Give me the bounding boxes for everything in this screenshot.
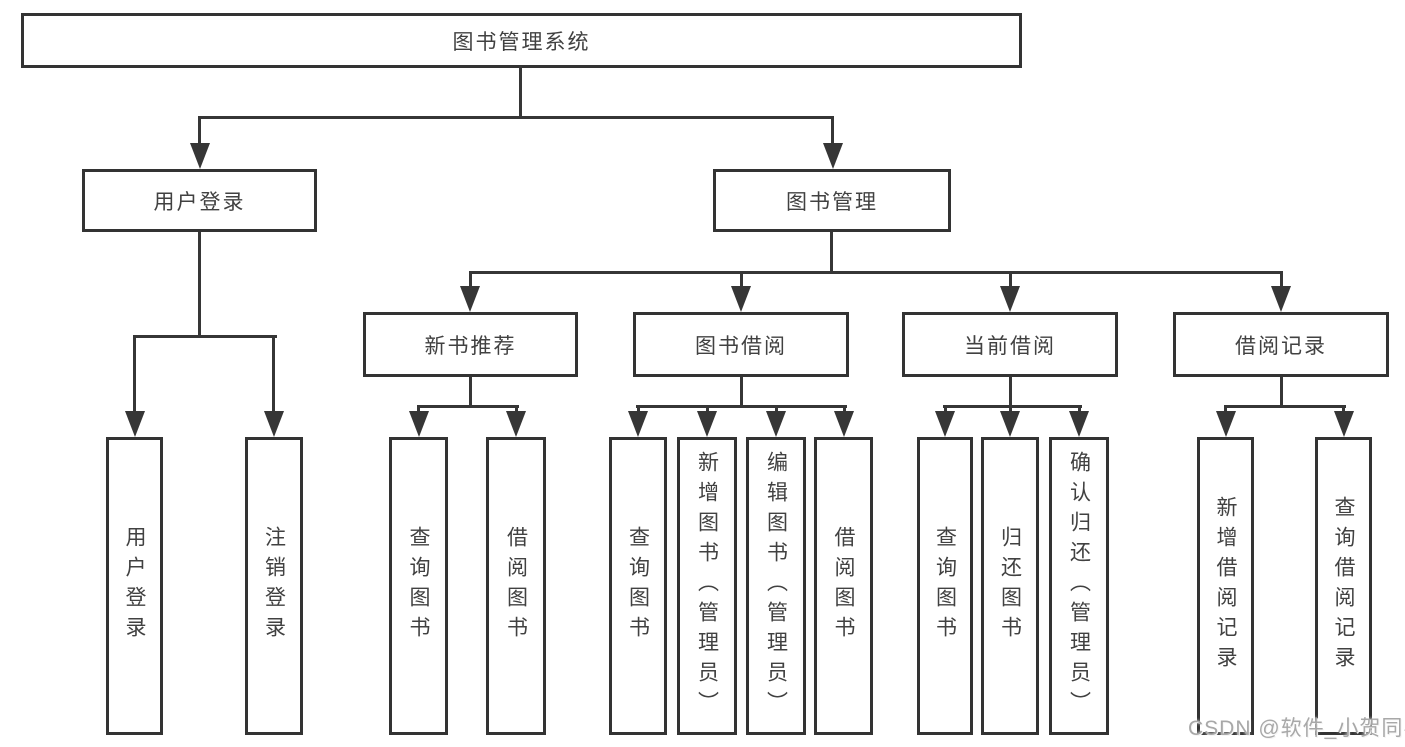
arrow-down-icon bbox=[1216, 411, 1236, 437]
connector-line bbox=[1224, 405, 1227, 415]
connector-line bbox=[198, 116, 201, 146]
leaf-query-borrow-record: 查询借阅记录 bbox=[1315, 437, 1372, 735]
arrow-down-icon bbox=[1069, 411, 1089, 437]
connector-line bbox=[831, 116, 834, 146]
arrow-down-icon bbox=[766, 411, 786, 437]
connector-line bbox=[843, 405, 846, 415]
leaf-query-books-recommend: 查询图书 bbox=[389, 437, 448, 735]
arrow-down-icon bbox=[731, 286, 751, 312]
connector-line bbox=[1009, 377, 1012, 408]
arrow-down-icon bbox=[460, 286, 480, 312]
leaf-confirm-return-admin: 确认归还（管理员） bbox=[1049, 437, 1109, 735]
connector-line bbox=[519, 66, 522, 119]
connector-line bbox=[830, 232, 833, 274]
connector-line bbox=[469, 271, 1283, 274]
connector-line bbox=[198, 232, 201, 338]
node-borrow-records: 借阅记录 bbox=[1173, 312, 1389, 377]
connector-line bbox=[1342, 405, 1345, 415]
watermark: CSDN @软件_小贺同学 bbox=[1188, 717, 1405, 740]
arrow-down-icon bbox=[506, 411, 526, 437]
connector-line bbox=[1009, 405, 1012, 415]
arrow-down-icon bbox=[1334, 411, 1354, 437]
leaf-borrow-books-recommend: 借阅图书 bbox=[486, 437, 546, 735]
node-user-login: 用户登录 bbox=[82, 169, 317, 232]
connector-line bbox=[706, 405, 709, 415]
node-new-book-recommend: 新书推荐 bbox=[363, 312, 578, 377]
connector-line bbox=[515, 405, 518, 415]
connector-line bbox=[1280, 377, 1283, 408]
leaf-logout: 注销登录 bbox=[245, 437, 303, 735]
leaf-query-books-current: 查询图书 bbox=[917, 437, 973, 735]
leaf-query-books-borrow: 查询图书 bbox=[609, 437, 667, 735]
leaf-return-book: 归还图书 bbox=[981, 437, 1039, 735]
arrow-down-icon bbox=[1000, 286, 1020, 312]
leaf-borrow-books-borrow: 借阅图书 bbox=[814, 437, 873, 735]
arrow-down-icon bbox=[823, 143, 843, 169]
connector-line bbox=[133, 335, 136, 415]
connector-line bbox=[740, 271, 743, 289]
connector-line bbox=[469, 377, 472, 408]
connector-line bbox=[775, 405, 778, 415]
connector-line bbox=[417, 405, 420, 415]
arrow-down-icon bbox=[409, 411, 429, 437]
arrow-down-icon bbox=[190, 143, 210, 169]
connector-line bbox=[417, 405, 519, 408]
connector-line bbox=[1224, 405, 1346, 408]
node-book-borrow: 图书借阅 bbox=[633, 312, 849, 377]
arrow-down-icon bbox=[1000, 411, 1020, 437]
arrow-down-icon bbox=[264, 411, 284, 437]
connector-line bbox=[1009, 271, 1012, 289]
arrow-down-icon bbox=[628, 411, 648, 437]
node-library-system: 图书管理系统 bbox=[21, 13, 1022, 68]
leaf-add-borrow-record: 新增借阅记录 bbox=[1197, 437, 1254, 735]
connector-line bbox=[133, 335, 277, 338]
arrow-down-icon bbox=[697, 411, 717, 437]
leaf-add-book-admin: 新增图书（管理员） bbox=[677, 437, 737, 735]
connector-line bbox=[1078, 405, 1081, 415]
arrow-down-icon bbox=[935, 411, 955, 437]
connector-line bbox=[943, 405, 1082, 408]
node-book-management: 图书管理 bbox=[713, 169, 951, 232]
connector-line bbox=[198, 116, 834, 119]
connector-line bbox=[740, 377, 743, 408]
arrow-down-icon bbox=[834, 411, 854, 437]
connector-line bbox=[637, 405, 640, 415]
leaf-edit-book-admin: 编辑图书（管理员） bbox=[746, 437, 806, 735]
connector-line bbox=[944, 405, 947, 415]
connector-line bbox=[272, 335, 275, 415]
leaf-user-login: 用户登录 bbox=[106, 437, 163, 735]
arrow-down-icon bbox=[125, 411, 145, 437]
connector-line bbox=[469, 271, 472, 289]
arrow-down-icon bbox=[1271, 286, 1291, 312]
connector-line bbox=[636, 405, 847, 408]
node-current-borrow: 当前借阅 bbox=[902, 312, 1118, 377]
connector-line bbox=[1280, 271, 1283, 289]
